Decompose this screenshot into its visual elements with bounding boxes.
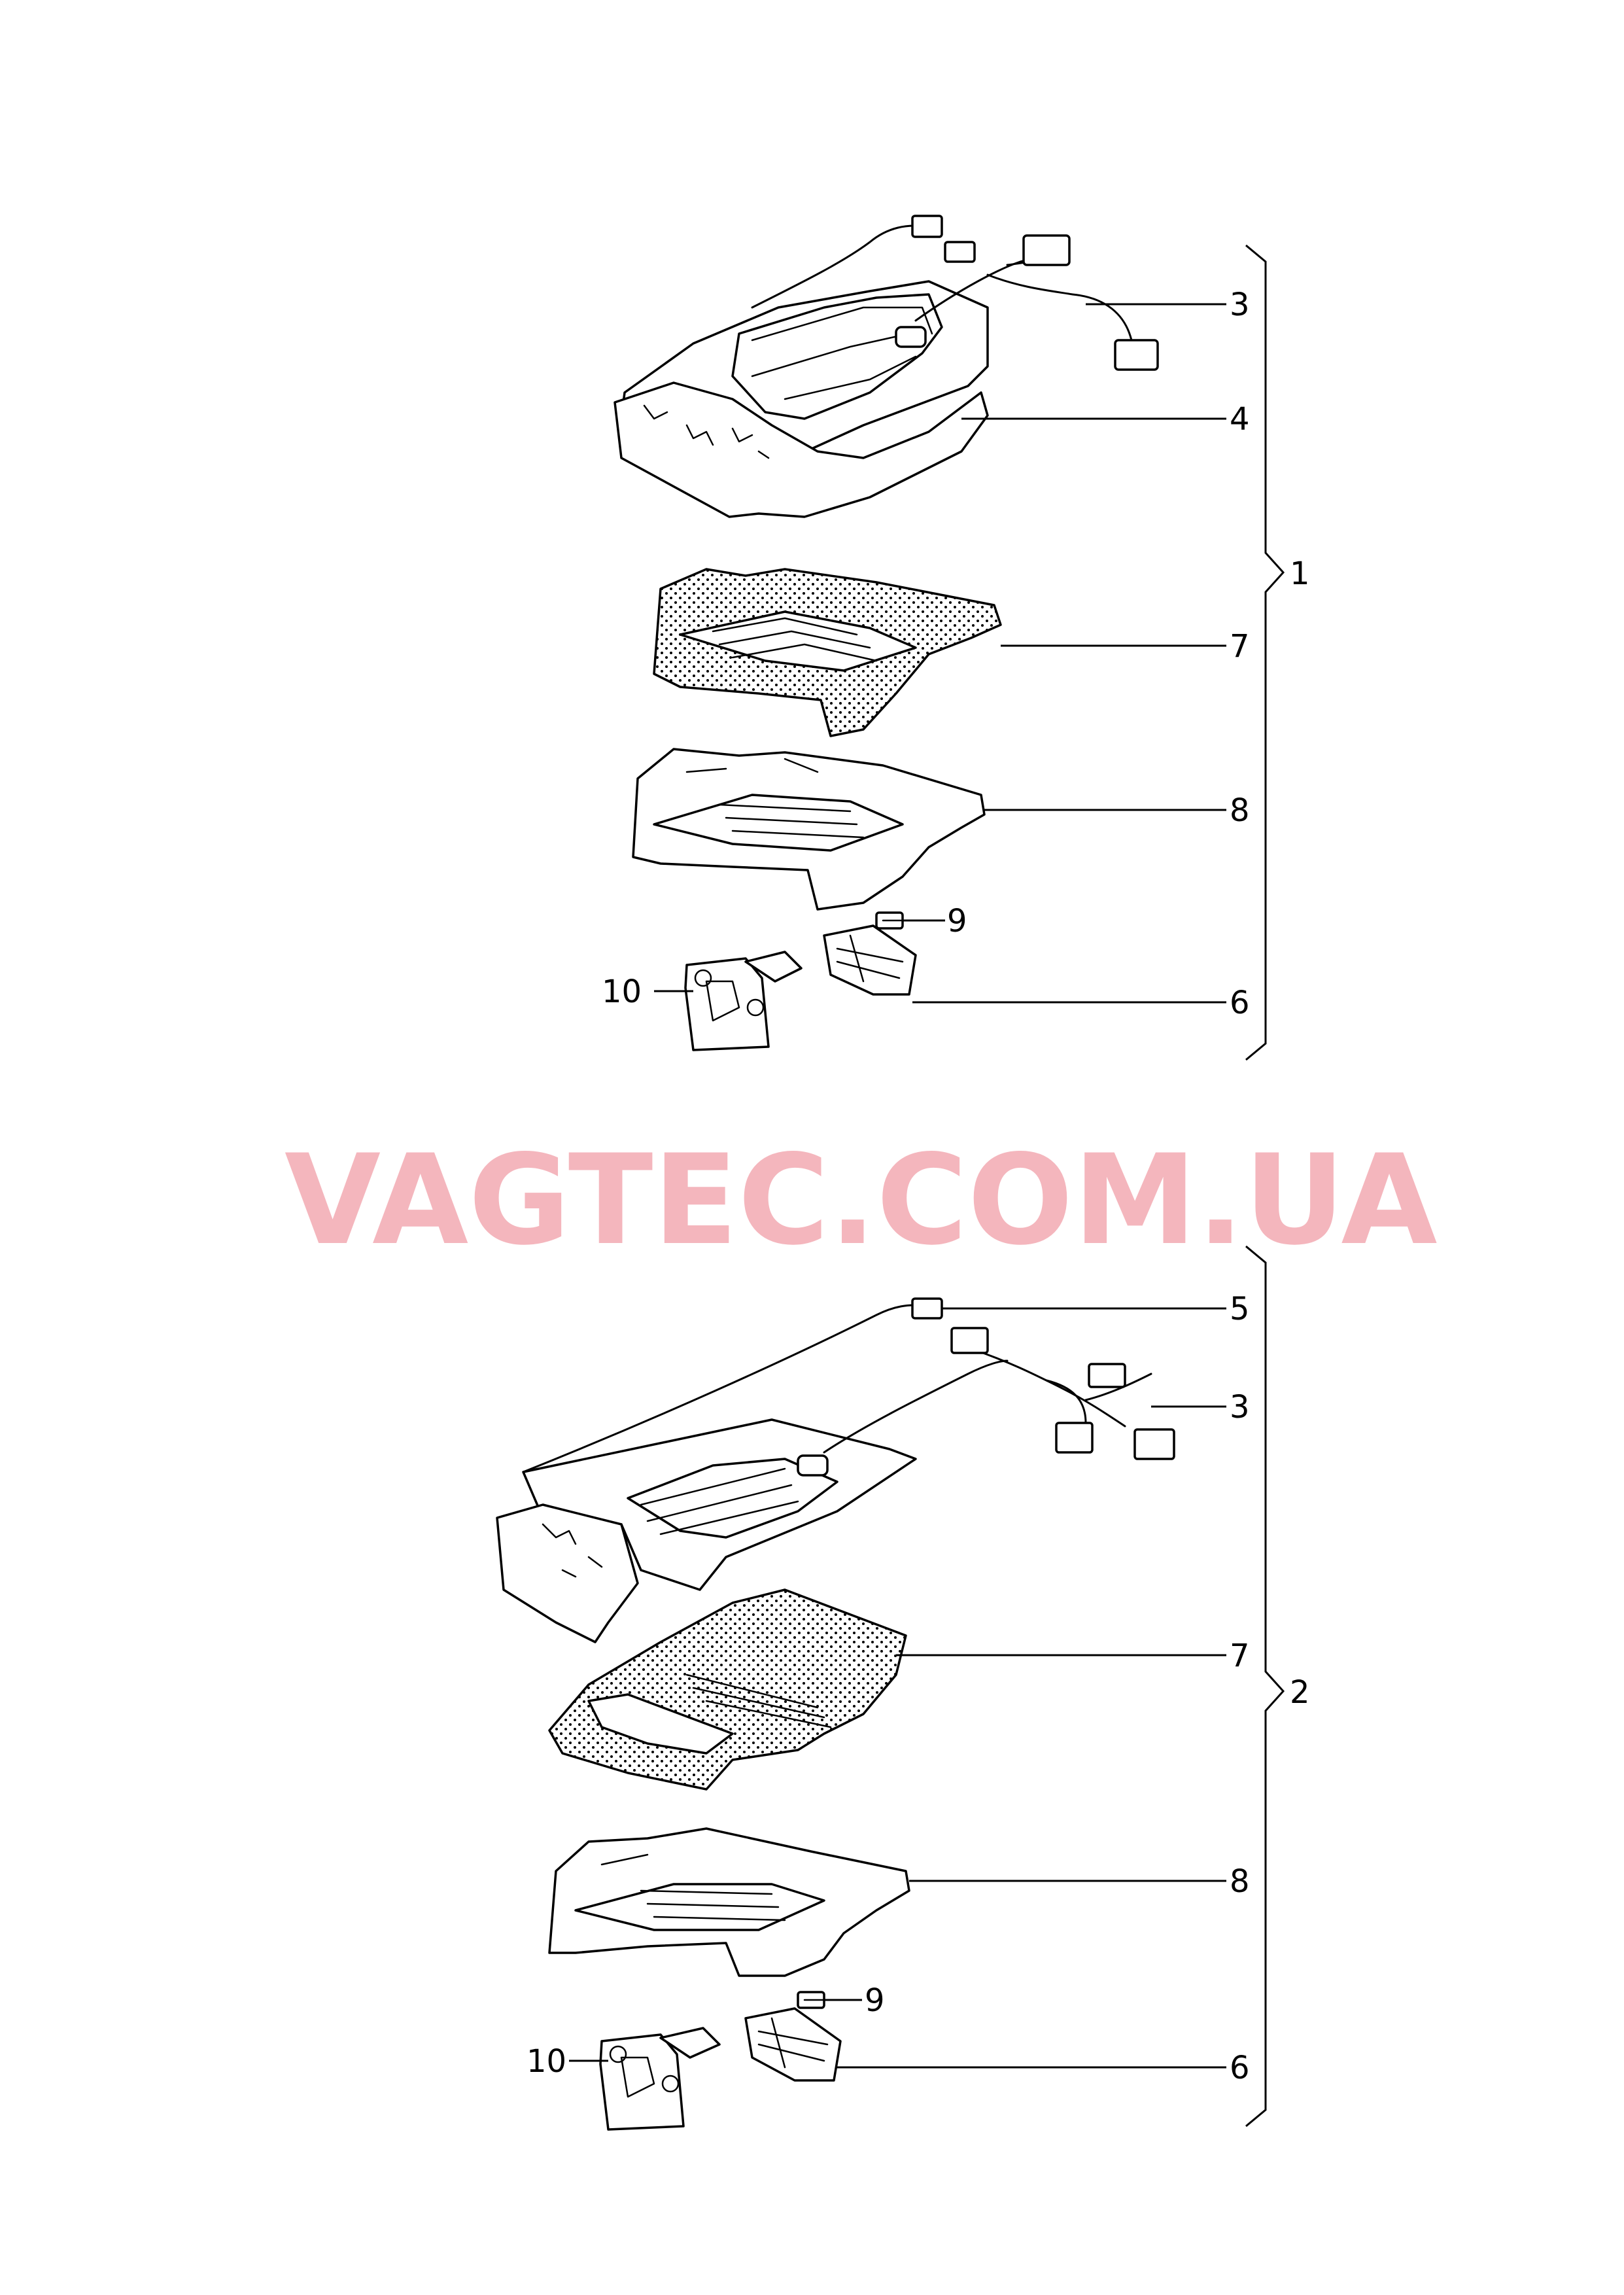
wiring-harness-bottom [522,1297,1175,1473]
callout-4-top: 4 [1230,401,1250,438]
bracket-bottom [599,2027,721,2131]
group-bottom: 5 3 7 2 8 9 10 6 [496,1245,1310,2131]
callout-3-bottom: 3 [1230,1389,1250,1426]
callout-5-bottom: 5 [1230,1291,1250,1327]
screw-bottom [797,1991,825,2009]
seat-cover-bottom [548,1588,907,1791]
control-unit-bottom [744,2007,842,2082]
callout-9-bottom: 9 [865,1982,885,2019]
callout-6-top: 6 [1230,985,1250,1021]
control-unit-top [823,924,917,996]
callout-2: 2 [1290,1674,1310,1711]
callout-10-bottom: 10 [527,2043,566,2080]
callout-7-bottom: 7 [1230,1638,1250,1674]
callout-1: 1 [1290,555,1310,592]
seat-heating-element-bottom [496,1418,917,1643]
group-top: 3 4 1 7 8 9 10 6 [602,215,1310,1061]
bracket-top [684,951,803,1051]
group-brace-bottom [1245,1245,1285,2128]
seat-cushion-bottom [548,1827,910,1977]
seat-cover-top [653,568,1002,737]
callout-7-top: 7 [1230,628,1250,665]
callout-8-top: 8 [1230,792,1250,829]
seat-heating-element-top [613,280,989,518]
wiring-harness-top [751,215,1159,371]
screw-top [875,911,904,930]
callout-3-top: 3 [1230,287,1250,323]
seat-cushion-top [632,748,986,911]
watermark-text: VAGTEC.COM.UA [285,1128,1438,1272]
callout-9-top: 9 [947,903,967,939]
callout-10-top: 10 [602,973,642,1010]
callout-6-bottom: 6 [1230,2050,1250,2086]
callout-8-bottom: 8 [1230,1863,1250,1900]
group-brace-top [1245,244,1285,1061]
